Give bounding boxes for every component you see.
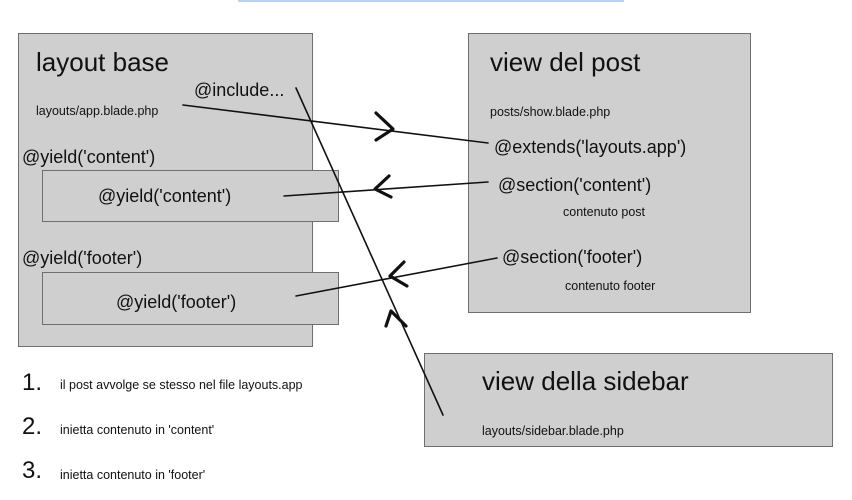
- include-directive: @include...: [194, 80, 285, 100]
- post-view-box: [468, 33, 751, 313]
- step-3-text: inietta contenuto in 'footer': [60, 468, 206, 482]
- section-footer-arrow-line: [295, 257, 498, 297]
- footer-arrowhead: [388, 260, 409, 288]
- sidebar-view-title: view della sidebar: [482, 366, 689, 396]
- extends-arrowhead: [374, 111, 395, 142]
- step-3-number: 3.: [22, 457, 43, 484]
- extends-directive: @extends('layouts.app'): [494, 137, 687, 157]
- yield-footer-inner: @yield('footer'): [116, 292, 237, 312]
- sidebar-arrowhead: [384, 309, 408, 328]
- layout-base-title: layout base: [36, 47, 169, 77]
- section-content-directive: @section('content'): [498, 175, 652, 195]
- top-divider: [238, 0, 624, 2]
- yield-content-label: @yield('content'): [22, 147, 156, 167]
- step-2-number: 2.: [22, 413, 43, 440]
- post-footer-text: contenuto footer: [565, 279, 656, 293]
- layout-base-file: layouts/app.blade.php: [36, 104, 159, 118]
- post-view-title: view del post: [490, 47, 641, 77]
- post-content-text: contenuto post: [563, 205, 646, 219]
- sidebar-view-box: [424, 353, 833, 447]
- extends-arrow-line: [182, 104, 489, 144]
- yield-footer-box: [42, 272, 339, 325]
- step-1-text: il post avvolge se stesso nel file layou…: [60, 378, 303, 392]
- step-2-text: inietta contenuto in 'content': [60, 423, 215, 437]
- include-sidebar-line: [295, 87, 444, 416]
- section-footer-directive: @section('footer'): [502, 247, 643, 267]
- step-1-number: 1.: [22, 369, 43, 396]
- post-view-file: posts/show.blade.php: [490, 105, 611, 119]
- yield-footer-label: @yield('footer'): [22, 248, 143, 268]
- section-content-arrow-line: [283, 181, 489, 197]
- yield-content-inner: @yield('content'): [98, 186, 232, 206]
- content-arrowhead: [373, 174, 393, 199]
- sidebar-view-file: layouts/sidebar.blade.php: [482, 424, 624, 438]
